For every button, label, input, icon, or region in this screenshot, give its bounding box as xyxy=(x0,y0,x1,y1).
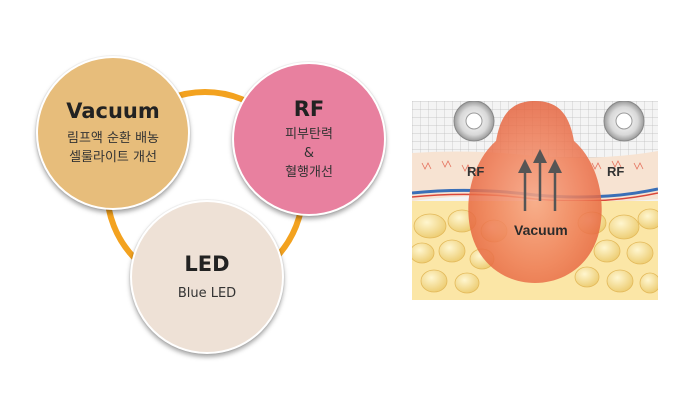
rf-label-right: RF xyxy=(607,164,624,179)
rf-line-2: & xyxy=(303,145,315,161)
led-line-1: Blue LED xyxy=(177,285,237,301)
skin-vacuum-illustration: RF RF Vacuum xyxy=(412,101,658,300)
rf-line-1: 피부탄력 xyxy=(285,126,333,142)
rf-line-3: 혈행개선 xyxy=(285,164,333,180)
rf-title: RF xyxy=(293,96,325,121)
rf-label-left: RF xyxy=(467,164,484,179)
rf-circle: RF 피부탄력 & 혈행개선 xyxy=(232,62,386,216)
led-title: LED xyxy=(184,251,230,276)
led-circle: LED Blue LED xyxy=(130,200,284,354)
vacuum-circle: Vacuum 림프액 순환 배농 셀룰라이트 개선 xyxy=(36,56,190,210)
vacuum-line-1: 림프액 순환 배농 xyxy=(67,131,159,146)
vacuum-title: Vacuum xyxy=(66,99,160,123)
vacuum-line-2: 셀룰라이트 개선 xyxy=(69,150,157,165)
vacuum-label: Vacuum xyxy=(514,222,568,238)
